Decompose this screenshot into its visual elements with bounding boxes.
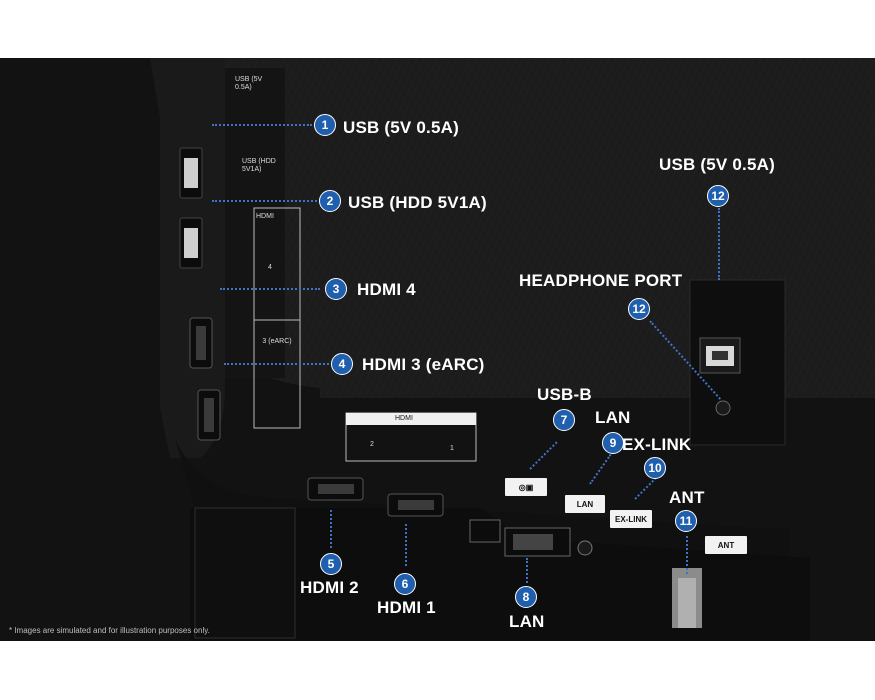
callout-label-lan-9: LAN	[595, 408, 631, 427]
callout-badge-11: 11	[675, 510, 697, 532]
leader-12-usb	[718, 208, 720, 280]
hdmi-bottom-header: HDMI	[395, 415, 413, 422]
exlink-tag: EX-LINK	[610, 510, 652, 528]
callout-label-hdmi-1: HDMI 1	[377, 598, 436, 617]
hdmi-bottom-2-mark: 2	[370, 441, 374, 448]
callout-badge-12-usb: 12	[707, 185, 729, 207]
callout-badge-10: 10	[644, 457, 666, 479]
leader-6	[405, 524, 407, 566]
callout-label-hdmi-4: HDMI 4	[357, 280, 416, 299]
usb1-panel-mark: USB (5V 0.5A)	[235, 76, 263, 91]
callout-label-usb-b: USB-B	[537, 385, 592, 404]
callout-label-usb-1: USB (5V 0.5A)	[343, 118, 459, 137]
callout-label-usb-right: USB (5V 0.5A)	[659, 155, 775, 174]
callout-badge-6: 6	[394, 573, 416, 595]
callout-badge-12-headphone: 12	[628, 298, 650, 320]
usb2-panel-mark: USB (HDD 5V1A)	[242, 158, 276, 173]
callout-badge-8: 8	[515, 586, 537, 608]
callout-label-usb-2: USB (HDD 5V1A)	[348, 193, 487, 212]
callout-badge-4: 4	[331, 353, 353, 375]
ant-tag: ANT	[705, 536, 747, 554]
callout-badge-5: 5	[320, 553, 342, 575]
hdmi-side-header: HDMI	[256, 213, 274, 220]
tv-rear-panel-illustration: USB (5V 0.5A) USB (HDD 5V1A) HDMI 4 3 (e…	[0, 58, 875, 641]
callout-badge-7: 7	[553, 409, 575, 431]
leader-4	[224, 363, 329, 365]
callout-label-hdmi-2: HDMI 2	[300, 578, 359, 597]
callout-label-hdmi-3: HDMI 3 (eARC)	[362, 355, 485, 374]
callout-badge-1: 1	[314, 114, 336, 136]
tv-back-panel-graphic	[0, 58, 875, 641]
callout-label-headphone: HEADPHONE PORT	[519, 271, 683, 290]
hdmi4-panel-mark: 4	[268, 264, 272, 271]
leader-2	[212, 200, 317, 202]
leader-11	[686, 536, 688, 574]
lan-tag: LAN	[565, 495, 605, 513]
callout-badge-9: 9	[602, 432, 624, 454]
callout-label-lan-8: LAN	[509, 612, 545, 631]
leader-8	[526, 558, 528, 583]
usb-b-icon: ◎▣	[505, 478, 547, 496]
callout-badge-3: 3	[325, 278, 347, 300]
disclaimer-text: * Images are simulated and for illustrat…	[9, 626, 210, 635]
callout-label-exlink: EX-LINK	[622, 435, 692, 454]
hdmi-bottom-1-mark: 1	[450, 445, 454, 452]
callout-label-ant: ANT	[669, 488, 705, 507]
hdmi3-panel-mark: 3 (eARC)	[262, 338, 292, 345]
leader-3	[220, 288, 320, 290]
leader-5	[330, 510, 332, 548]
leader-1	[212, 124, 312, 126]
callout-badge-2: 2	[319, 190, 341, 212]
